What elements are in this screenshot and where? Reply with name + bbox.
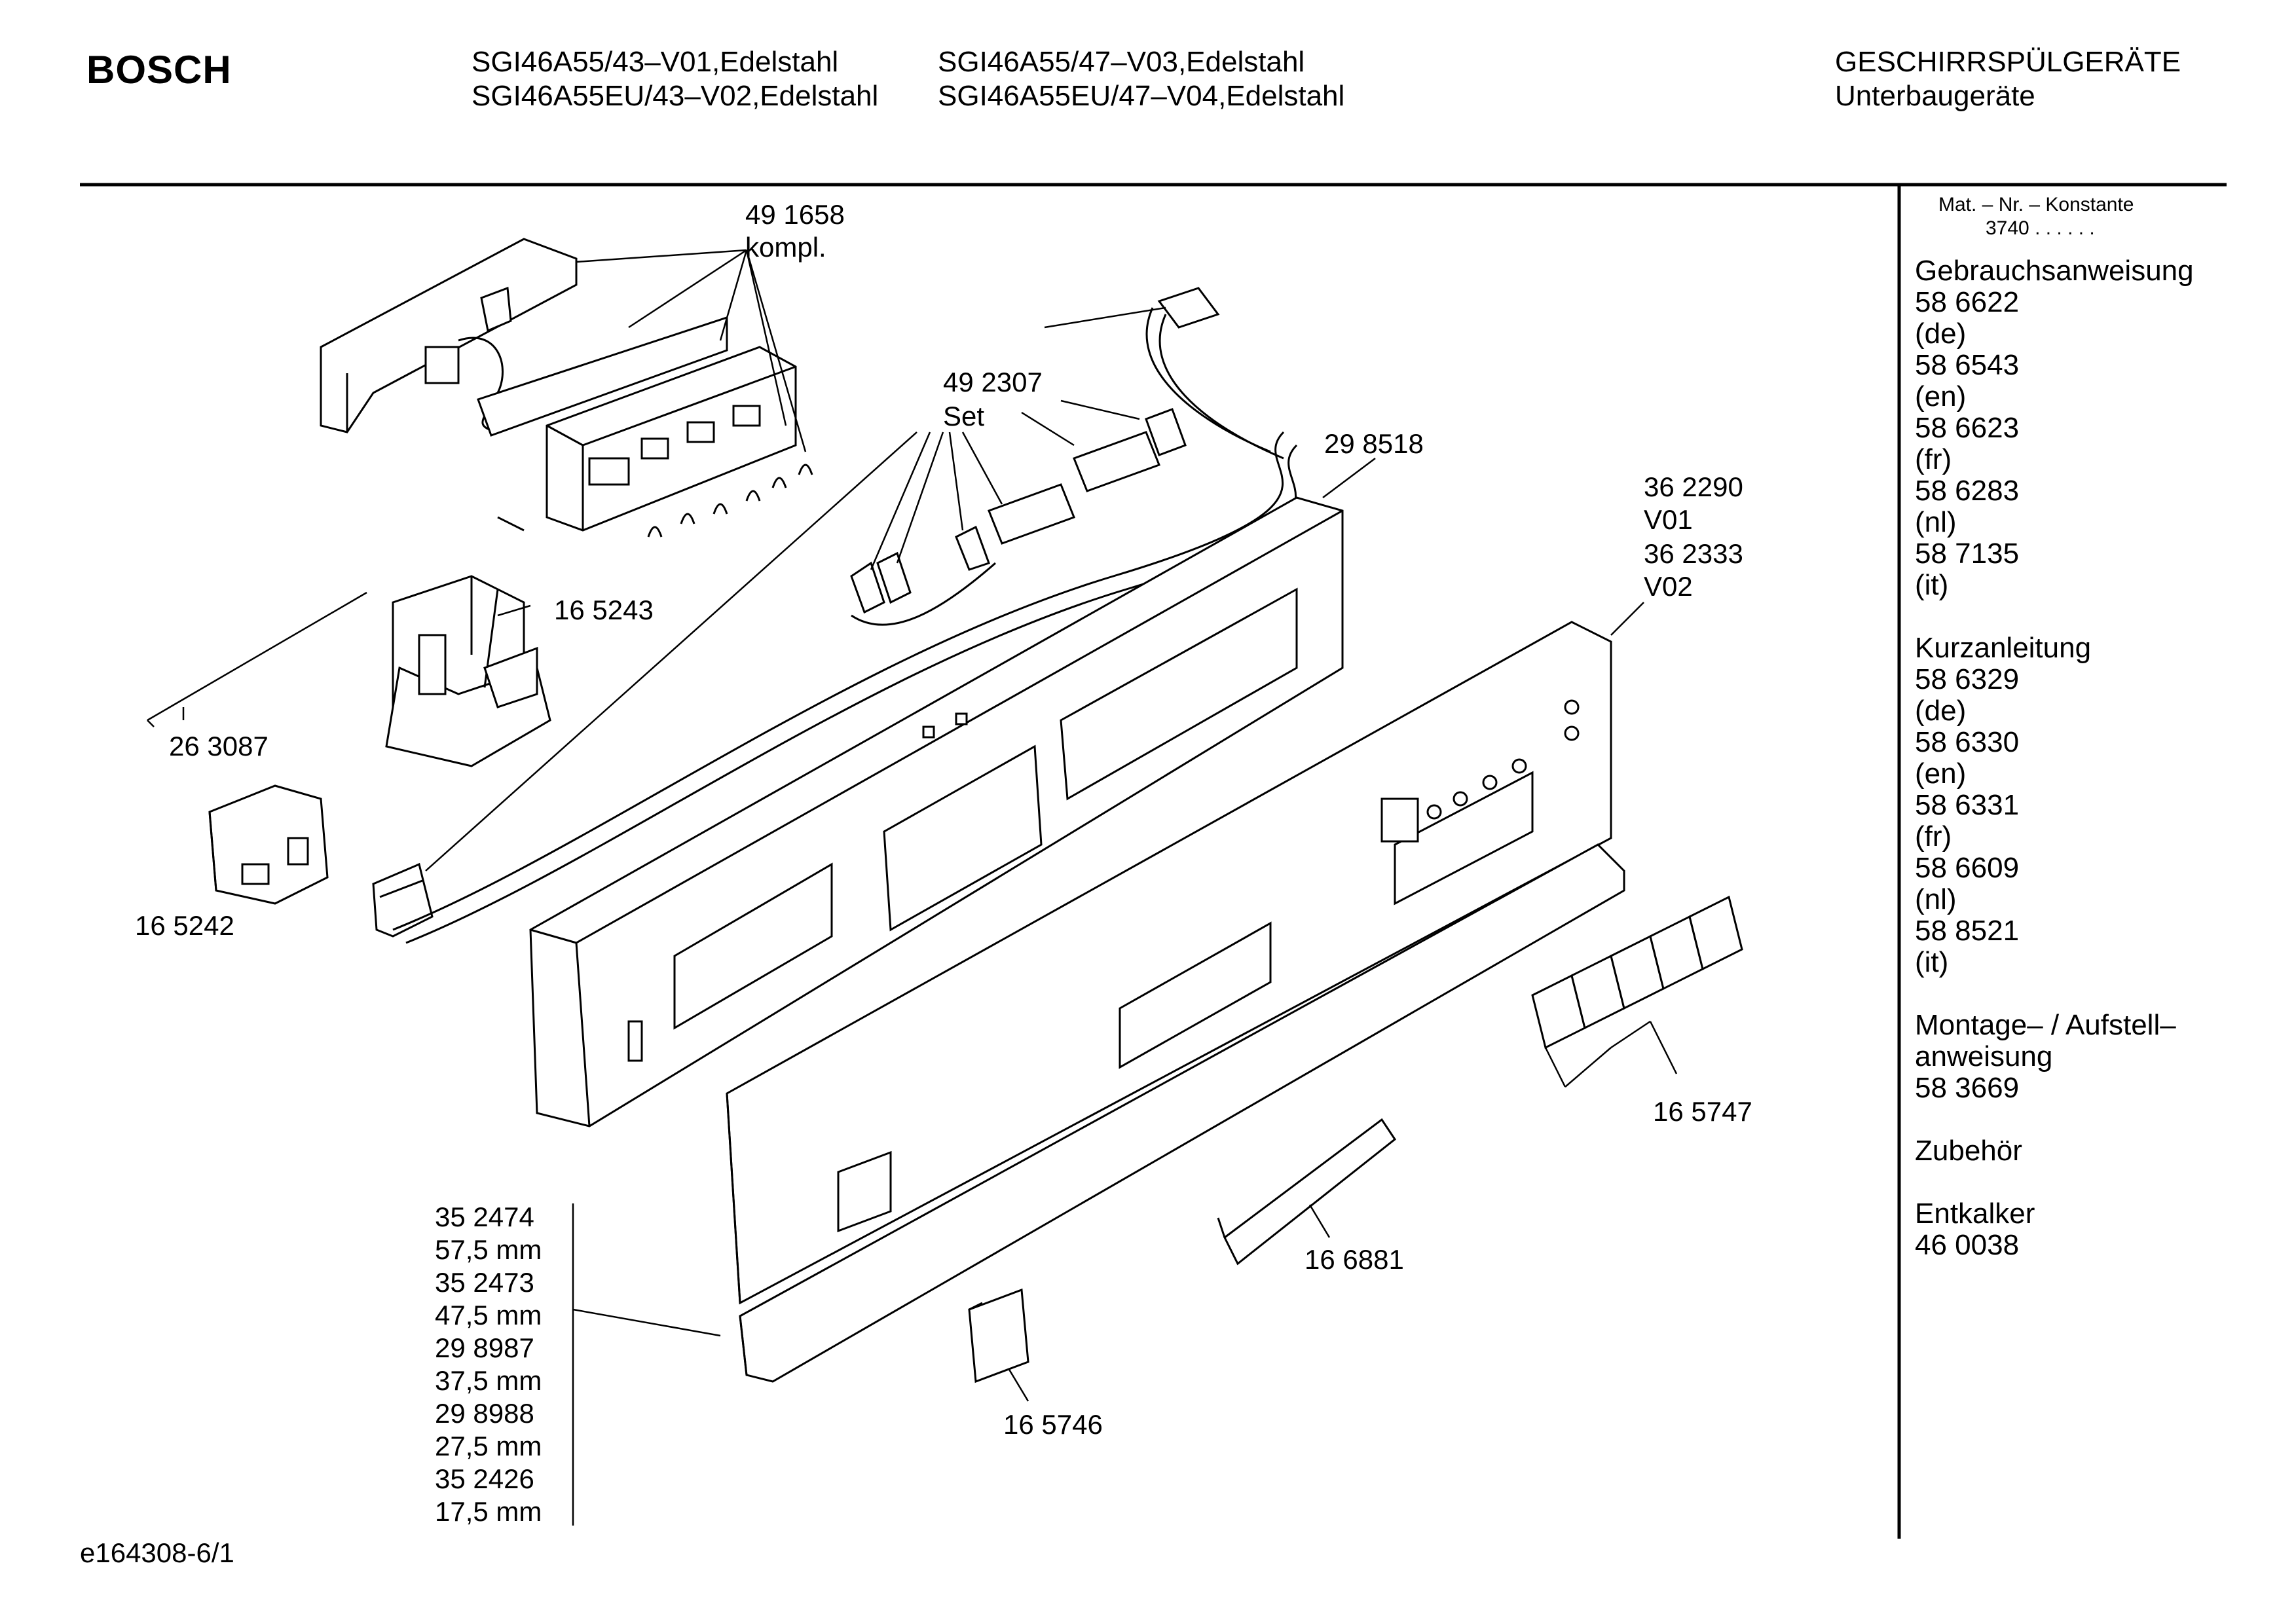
- doc-line: Kurzanleitung: [1915, 632, 2092, 664]
- connector-block-drawing: [372, 862, 434, 938]
- strip-item: 47,5 mm: [435, 1300, 542, 1330]
- strip-item: 29 8988: [435, 1398, 534, 1429]
- doc-line: (fr): [1915, 443, 1952, 475]
- leader-491658: [576, 249, 807, 452]
- doc-line: (fr): [1915, 820, 1952, 852]
- documentation-list: Gebrauchsanweisung 58 6622 (de) 58 6543 …: [1915, 255, 2194, 1261]
- drawing-code: e164308-6/1: [80, 1537, 234, 1568]
- part-298518: 29 8518: [1324, 428, 1424, 459]
- doc-line: 58 6623: [1915, 412, 2020, 444]
- doc-spacer: [1915, 601, 2194, 632]
- button-set-drawing: [1531, 895, 1743, 1050]
- doc-line: 58 7135: [1915, 538, 2020, 570]
- strip-item: 35 2474: [435, 1201, 534, 1232]
- part-165242: 16 5242: [135, 910, 234, 941]
- trim-strip-drawing: [739, 843, 1625, 1383]
- part-492307-note: Set: [943, 401, 985, 431]
- part-491658: 49 1658: [745, 199, 845, 230]
- doc-line: 58 6331: [1915, 789, 2020, 821]
- doc-line: Montage– / Aufstell–: [1915, 1009, 2176, 1041]
- doc-line: (it): [1915, 569, 1949, 601]
- leader-165746: [1007, 1368, 1029, 1402]
- part-492307: 49 2307: [943, 367, 1043, 397]
- doc-line: (en): [1915, 758, 1967, 790]
- brand-logo: BOSCH: [86, 48, 232, 92]
- doc-line: 58 6330: [1915, 726, 2020, 758]
- doc-spacer: [1915, 978, 2194, 1010]
- doc-line: 58 6609: [1915, 852, 2020, 884]
- dispenser-drawing: [385, 575, 551, 767]
- leader-492307: [425, 306, 1166, 871]
- strip-item: 29 8987: [435, 1332, 534, 1363]
- strip-item: 35 2473: [435, 1267, 534, 1298]
- leader-165747: [1544, 1020, 1678, 1088]
- cover-strip-drawing: [1217, 1118, 1397, 1266]
- doc-line: anweisung: [1915, 1040, 2053, 1072]
- inner-frame-drawing: [529, 496, 1344, 1127]
- model-4: SGI46A55EU/47–V04,Edelstahl: [938, 80, 1345, 112]
- front-panel-drawing: [726, 621, 1612, 1305]
- model-2: SGI46A55EU/43–V02,Edelstahl: [472, 80, 879, 112]
- strip-item: 37,5 mm: [435, 1365, 542, 1396]
- part-362290: 36 2290: [1644, 471, 1743, 502]
- wiring-harness-drawing: [392, 287, 1298, 944]
- switch-drawing: [208, 784, 329, 905]
- doc-line: 58 6329: [1915, 663, 2020, 695]
- part-263087: 26 3087: [169, 731, 268, 761]
- strip-variants-list: 35 2474 57,5 mm 35 2473 47,5 mm 29 8987 …: [435, 1201, 542, 1528]
- strip-item: 27,5 mm: [435, 1431, 542, 1461]
- part-491658-note: kompl.: [745, 232, 826, 263]
- strip-item: 57,5 mm: [435, 1234, 542, 1265]
- doc-line: 58 6543: [1915, 349, 2020, 381]
- leader-166881: [1308, 1204, 1331, 1238]
- category-title: GESCHIRRSPÜLGERÄTE: [1835, 46, 2181, 78]
- leader-263087: [147, 591, 367, 727]
- doc-line: Entkalker: [1915, 1198, 2035, 1230]
- doc-line: 58 8521: [1915, 915, 2020, 947]
- mat-header: Mat. – Nr. – Konstante: [1938, 194, 2134, 215]
- doc-line: 46 0038: [1915, 1229, 2020, 1261]
- strip-item: 17,5 mm: [435, 1496, 542, 1527]
- doc-line: (nl): [1915, 506, 1957, 538]
- doc-line: 58 3669: [1915, 1072, 2020, 1104]
- model-1: SGI46A55/43–V01,Edelstahl: [472, 46, 839, 78]
- doc-line: (de): [1915, 695, 1967, 727]
- doc-spacer: [1915, 1104, 2194, 1135]
- part-362290-note: V01: [1644, 504, 1693, 535]
- doc-line: Zubehör: [1915, 1135, 2022, 1167]
- doc-line: (it): [1915, 946, 1949, 978]
- doc-line: (nl): [1915, 883, 1957, 915]
- leader-strips: [572, 1203, 721, 1526]
- strip-item: 35 2426: [435, 1463, 534, 1494]
- part-166881: 16 6881: [1305, 1244, 1404, 1275]
- control-module-drawing: [320, 238, 813, 538]
- doc-line: 58 6622: [1915, 286, 2020, 318]
- leader-298518: [1322, 458, 1376, 498]
- leader-165243: [497, 604, 531, 617]
- mat-value: 3740 . . . . . .: [1986, 217, 2095, 239]
- model-3: SGI46A55/47–V03,Edelstahl: [938, 46, 1305, 78]
- doc-line: 58 6283: [1915, 475, 2020, 507]
- leader-362290: [1610, 602, 1644, 636]
- part-362333: 36 2333: [1644, 538, 1743, 569]
- doc-line: Gebrauchsanweisung: [1915, 255, 2194, 287]
- part-362333-note: V02: [1644, 571, 1693, 602]
- small-button-drawing: [968, 1288, 1029, 1383]
- doc-spacer: [1915, 1167, 2194, 1198]
- part-165243: 16 5243: [554, 595, 654, 625]
- part-165746: 16 5746: [1003, 1409, 1103, 1440]
- part-165747: 16 5747: [1653, 1096, 1752, 1127]
- doc-line: (de): [1915, 318, 1967, 350]
- subcategory-title: Unterbaugeräte: [1835, 80, 2035, 112]
- doc-line: (en): [1915, 380, 1967, 412]
